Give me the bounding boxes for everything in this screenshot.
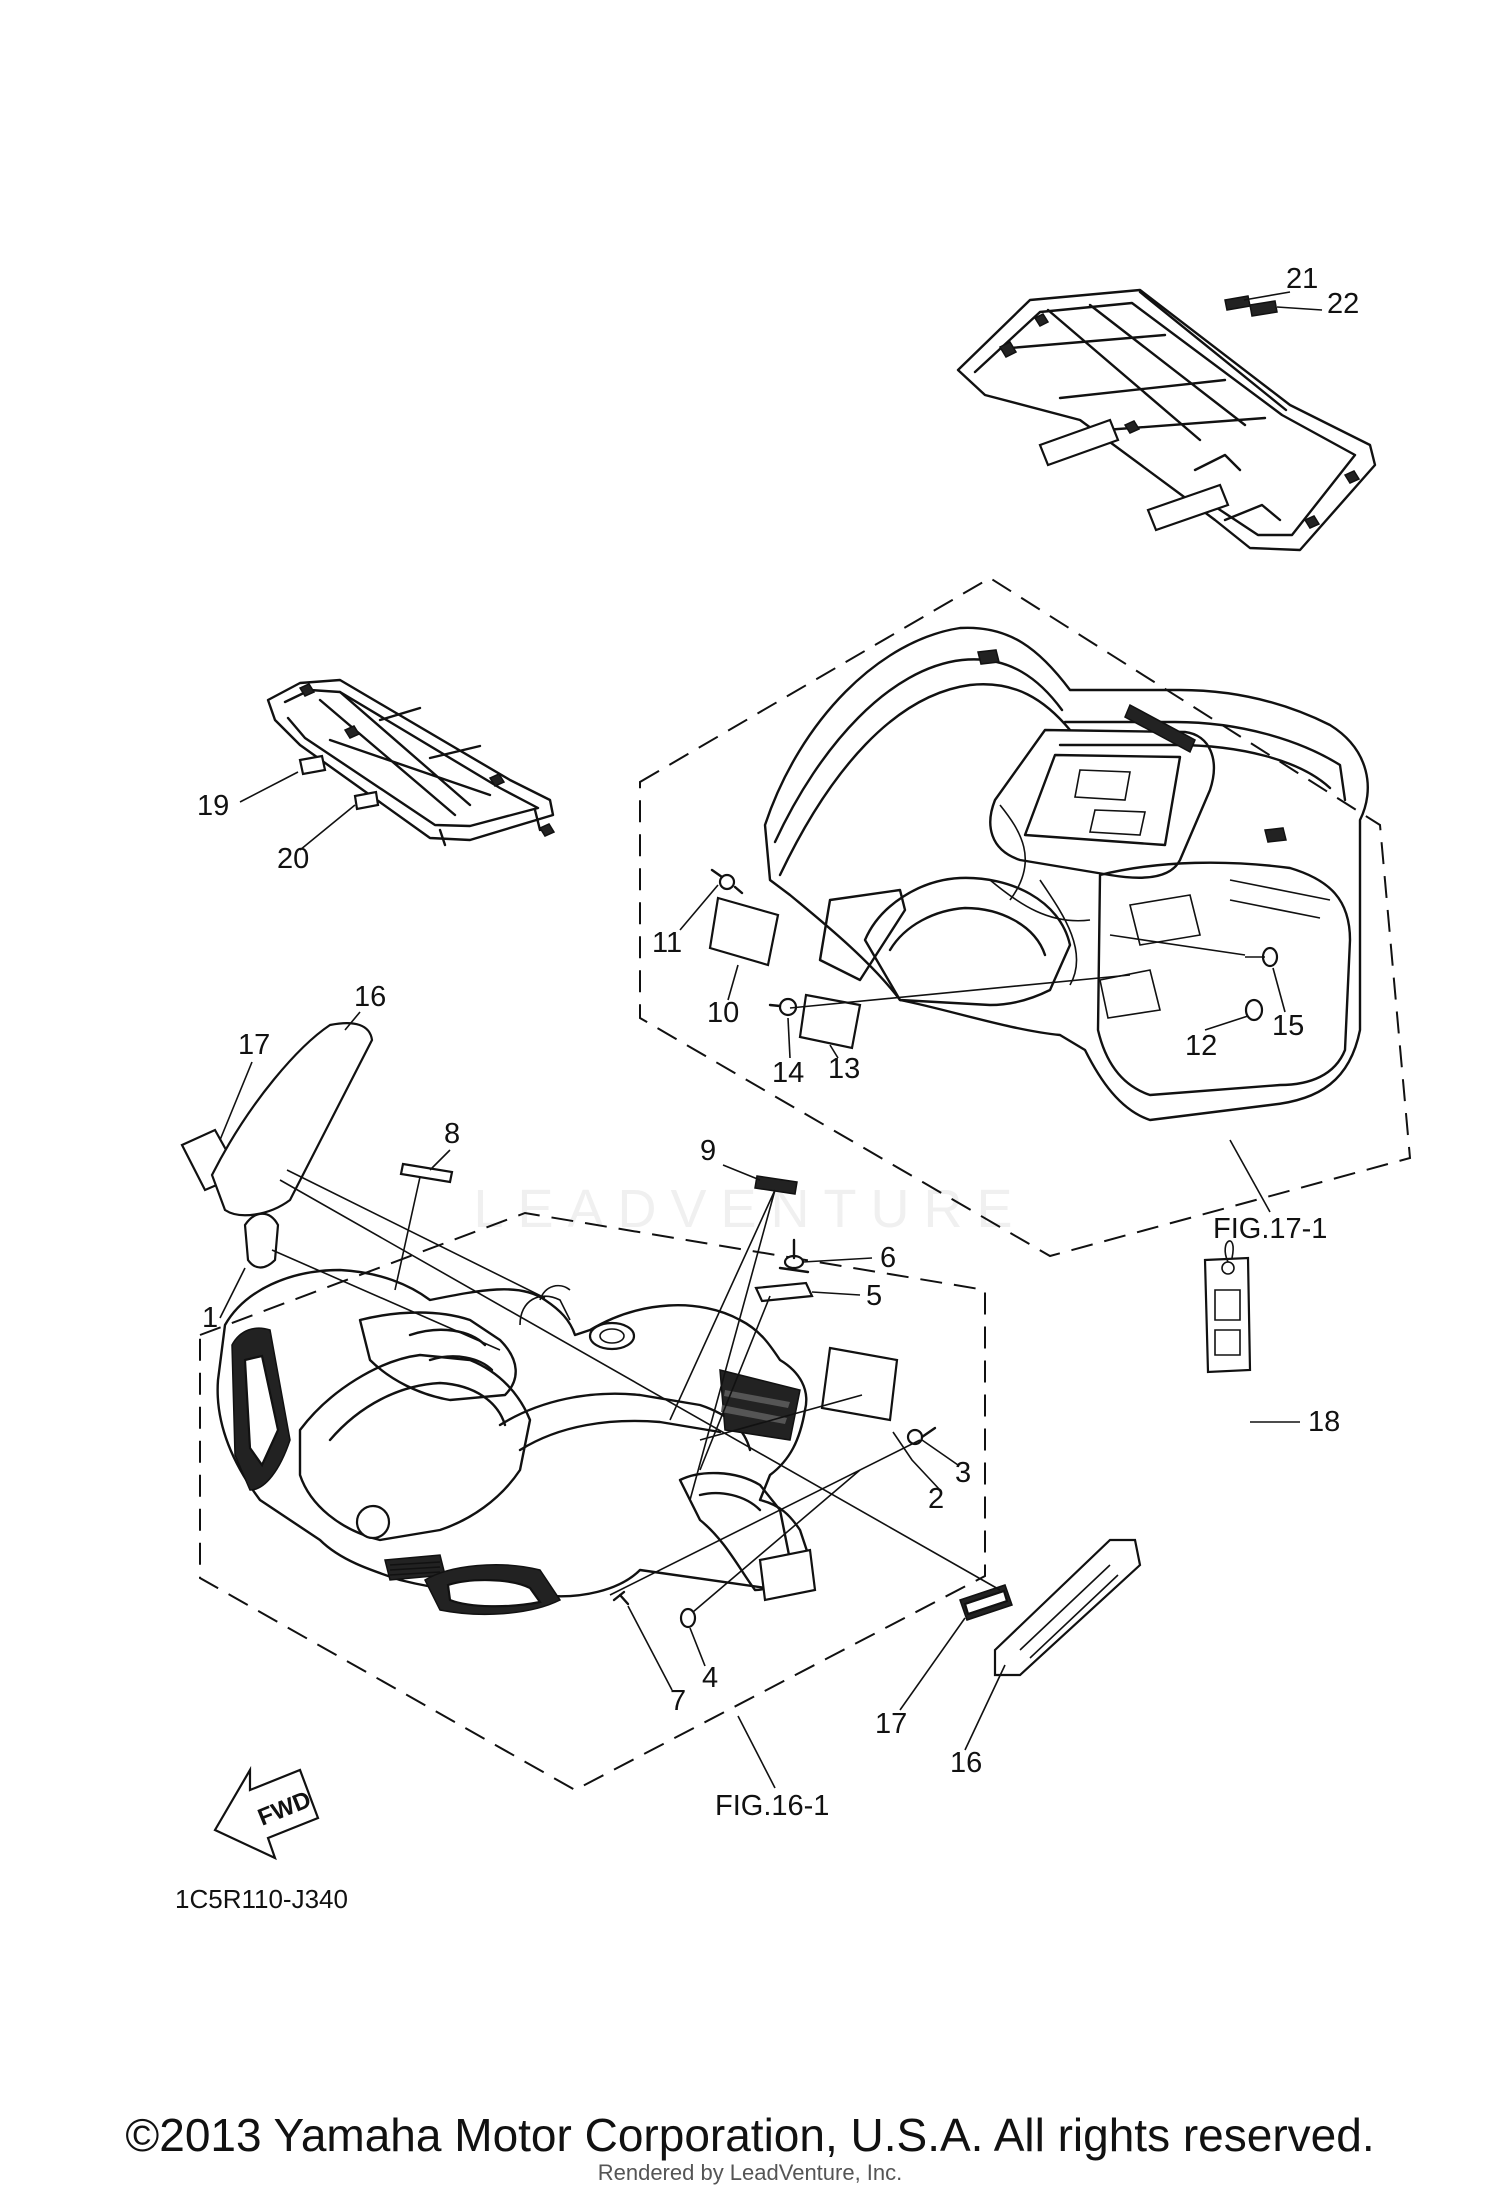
callout-16-repeat: 16 bbox=[950, 1747, 982, 1779]
callout-17-repeat: 17 bbox=[875, 1708, 907, 1740]
decal-16-rear bbox=[993, 1538, 1142, 1677]
grommet-12 bbox=[1244, 998, 1264, 1022]
rendered-by-notice: Rendered by LeadVenture, Inc. bbox=[597, 2160, 903, 2185]
copyright-notice: ©2013 Yamaha Motor Corporation, U.S.A. A… bbox=[125, 2109, 1375, 2161]
fig-ref-17-1: FIG.17-1 bbox=[1213, 1213, 1327, 1245]
callout-12: 12 bbox=[1185, 1030, 1217, 1062]
seal-5 bbox=[754, 1281, 814, 1303]
callout-14: 14 bbox=[772, 1057, 804, 1089]
bolt-11 bbox=[710, 868, 744, 895]
decal-21 bbox=[1224, 295, 1251, 311]
callout-5: 5 bbox=[866, 1280, 882, 1312]
grommet-4 bbox=[679, 1607, 697, 1629]
plate-13 bbox=[798, 993, 862, 1050]
decal-8 bbox=[399, 1162, 454, 1184]
decal-22 bbox=[1249, 300, 1278, 317]
callout-17: 17 bbox=[238, 1029, 270, 1061]
rear-carrier-rack bbox=[956, 288, 1377, 552]
rear-fender-assembly bbox=[639, 576, 1412, 1258]
callout-8: 8 bbox=[444, 1118, 460, 1150]
bolt-3 bbox=[906, 1426, 937, 1446]
callout-20: 20 bbox=[277, 843, 309, 875]
leadventure-watermark: LEADVENTURE bbox=[473, 1179, 1027, 1239]
callout-11: 11 bbox=[652, 927, 682, 959]
callout-labels: 1 2 3 4 5 6 7 8 9 10 11 12 13 14 15 16 1… bbox=[197, 263, 1359, 1779]
panel-2 bbox=[820, 1346, 899, 1422]
callout-13: 13 bbox=[828, 1053, 860, 1085]
front-carrier-rack bbox=[266, 678, 556, 847]
callout-10: 10 bbox=[707, 997, 739, 1029]
lens-1 bbox=[243, 1212, 280, 1269]
bolt-14 bbox=[768, 997, 798, 1017]
decal-19 bbox=[298, 754, 327, 776]
callout-4: 4 bbox=[702, 1662, 718, 1694]
callout-6: 6 bbox=[880, 1242, 896, 1274]
decal-17-rear bbox=[959, 1584, 1013, 1621]
callout-3: 3 bbox=[955, 1457, 971, 1489]
callout-7: 7 bbox=[670, 1685, 686, 1717]
clip-7 bbox=[612, 1590, 630, 1606]
callout-19: 19 bbox=[197, 790, 229, 822]
callout-15: 15 bbox=[1272, 1010, 1304, 1042]
front-fender-assembly bbox=[199, 1211, 986, 1792]
tag-18 bbox=[1203, 1240, 1252, 1374]
callout-9: 9 bbox=[700, 1135, 716, 1167]
callout-21: 21 bbox=[1286, 263, 1318, 295]
decal-20 bbox=[353, 790, 380, 811]
bolt-6 bbox=[778, 1238, 810, 1274]
callout-22: 22 bbox=[1327, 288, 1359, 320]
callout-1: 1 bbox=[202, 1302, 218, 1334]
fig-ref-16-1: FIG.16-1 bbox=[715, 1790, 829, 1822]
decal-9 bbox=[754, 1175, 798, 1195]
diagram-code: 1C5R110-J340 bbox=[175, 1884, 348, 1914]
fwd-arrow-icon: FWD bbox=[213, 1765, 320, 1861]
callout-18: 18 bbox=[1308, 1406, 1340, 1438]
grommet-15 bbox=[1261, 946, 1279, 968]
callout-16: 16 bbox=[354, 981, 386, 1013]
plate-10 bbox=[708, 896, 780, 967]
callout-2: 2 bbox=[928, 1483, 944, 1515]
